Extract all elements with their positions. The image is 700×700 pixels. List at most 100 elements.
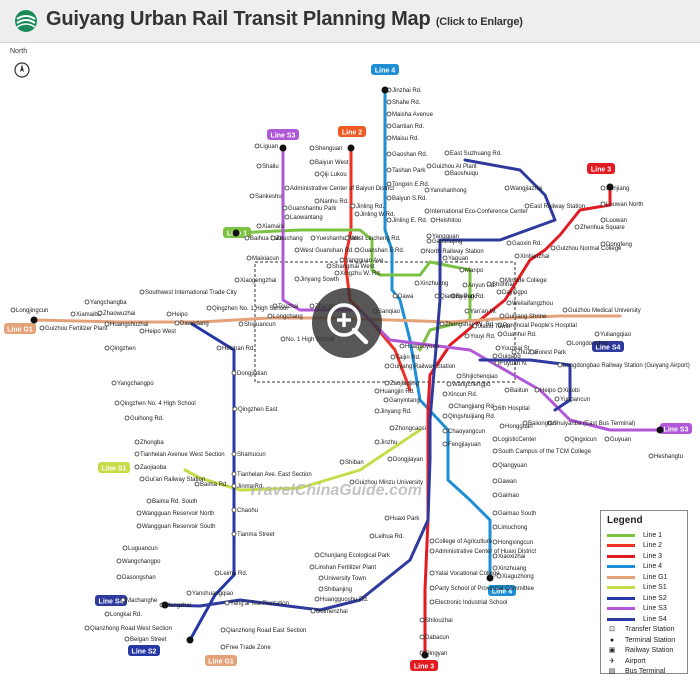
line-badge-line-g1[interactable]: Line G1	[4, 323, 36, 334]
station[interactable]: Shiguancun	[239, 322, 276, 328]
station[interactable]: Xintianzhai	[515, 254, 549, 260]
station[interactable]: Dongjiatian	[232, 371, 267, 377]
station[interactable]: Guizhou Medical University	[563, 308, 641, 314]
station[interactable]: Qingshuijiang Rd.	[443, 414, 496, 420]
station[interactable]: Shangmai West	[327, 264, 375, 270]
station[interactable]: Youyi Rd.	[465, 334, 496, 340]
station[interactable]: Baima Rd. South	[147, 499, 197, 505]
station[interactable]: East Suzhuang Rd.	[445, 151, 502, 157]
station[interactable]: Dawodang	[175, 321, 209, 327]
station[interactable]: Qianzhong Road East Section	[221, 628, 306, 634]
station[interactable]: Fuyuan N.	[495, 361, 528, 367]
station[interactable]: Gaoshan Rd.	[387, 152, 428, 158]
station[interactable]: Longjingcun	[11, 308, 48, 314]
station[interactable]: Jiaxiu Tower	[473, 324, 511, 330]
station[interactable]: Yangchangpo	[112, 381, 154, 387]
station[interactable]: Shiban	[340, 460, 364, 466]
station[interactable]: Qingxicun	[565, 437, 597, 443]
line-badge-line-2[interactable]: Line 2	[338, 126, 366, 137]
station[interactable]: North Railway Station	[421, 249, 484, 255]
station[interactable]: Dayingpo	[497, 290, 528, 296]
station[interactable]: 6th Hospital	[493, 406, 530, 412]
station[interactable]: Yanshanhong	[425, 188, 467, 194]
station[interactable]: Tianhelan Ave. East Section	[232, 472, 312, 478]
station[interactable]: Administrative Center of Baiyun District	[285, 186, 394, 192]
station[interactable]: Duimenzhai	[311, 609, 348, 615]
page-title[interactable]: Guiyang Urban Rail Transit Planning Map …	[46, 8, 523, 31]
station[interactable]: Chunjiang Ecological Park	[315, 553, 391, 559]
station[interactable]: Longchang	[268, 314, 303, 320]
station[interactable]: Heipo	[167, 312, 188, 318]
station[interactable]: Guiyang Shrine	[500, 314, 547, 320]
station[interactable]: Yan'an W.	[465, 309, 497, 315]
station[interactable]: Fengjiayuan	[443, 442, 481, 448]
station[interactable]: Wangjiazhai	[505, 186, 542, 192]
line-badge-line-s3[interactable]: Line S3	[660, 423, 692, 434]
station[interactable]: Xiamaiba	[71, 312, 102, 318]
station[interactable]: Wangchangpo	[117, 559, 161, 565]
station[interactable]: Maisu Rd.	[387, 136, 419, 142]
station[interactable]: Gaimao	[493, 493, 520, 499]
station[interactable]: Wangchengpo	[447, 382, 491, 388]
line-badge-line-s2[interactable]: Line S2	[128, 645, 160, 656]
station[interactable]: Jinyang Rd.	[375, 409, 412, 415]
station[interactable]: Limuchong	[493, 525, 527, 531]
station[interactable]: Tianma Street	[232, 532, 275, 538]
station[interactable]: Weilaifangzhou	[507, 301, 553, 307]
station[interactable]: Zhuchang	[271, 236, 303, 242]
station[interactable]: Qianzhong Road West Section	[85, 626, 172, 632]
station[interactable]: Dongjiayan	[388, 457, 423, 463]
station[interactable]: Heshangtu	[649, 454, 683, 460]
station[interactable]: Huaguoyuan	[400, 344, 439, 350]
station[interactable]: Shahe Rd.	[387, 100, 421, 106]
line-badge-line-3[interactable]: Line 3	[410, 660, 438, 671]
station[interactable]: Luguancun	[123, 546, 158, 552]
station[interactable]: Xingzhu W. Rd.	[335, 271, 382, 277]
station[interactable]: Guihong Rd.	[125, 416, 164, 422]
station[interactable]: Qianling Park	[435, 294, 477, 300]
station[interactable]: Dawan	[493, 479, 517, 485]
station[interactable]: Zhaowuzhai	[98, 311, 135, 317]
station[interactable]: Xinzhuang	[415, 281, 448, 287]
station[interactable]: Shaliu	[257, 164, 279, 170]
station[interactable]: Jinyang Sowth	[295, 277, 339, 283]
line-badge-line-s1[interactable]: Line S1	[98, 462, 130, 473]
station[interactable]: Beigan Street	[125, 637, 167, 643]
station[interactable]: Electronic Industrial School	[430, 600, 507, 606]
station[interactable]: Shibanjing	[319, 587, 352, 593]
station[interactable]: Baiiongtan	[523, 421, 556, 427]
station[interactable]: Baima Rd.	[195, 482, 228, 488]
station[interactable]: Hongxingcun	[493, 540, 533, 546]
station[interactable]: Machanghe	[121, 598, 158, 604]
station[interactable]: Xiaobi	[558, 388, 580, 394]
station[interactable]: Leihua Rd.	[370, 534, 404, 540]
station[interactable]: Yang'ai Tea Plantation	[225, 601, 289, 607]
station[interactable]: Maisha Avenue	[387, 112, 434, 118]
station[interactable]: Gaoxin Rd.	[507, 241, 542, 247]
station[interactable]: Qiji Lukou	[315, 172, 347, 178]
station[interactable]: Shijichenqiao	[457, 374, 498, 380]
station[interactable]: University Town	[319, 576, 366, 582]
station[interactable]: Luowan	[601, 218, 627, 224]
station[interactable]: Party School of Provincial Committee	[430, 586, 535, 592]
station[interactable]: Xiaoxizhai	[493, 554, 525, 560]
station[interactable]: Shenguan	[310, 146, 342, 152]
station[interactable]: Jinzhu	[375, 440, 397, 446]
line-badge-line-3[interactable]: Line 3	[587, 163, 615, 174]
station[interactable]: Zhongba	[135, 440, 164, 446]
station[interactable]: Liguan	[255, 144, 278, 150]
station[interactable]: Heishan Rd.	[217, 346, 255, 352]
station[interactable]: Huangshuzhai	[105, 322, 148, 328]
line-badge-line-4[interactable]: Line 4	[371, 64, 399, 75]
station[interactable]: Baoshuiqu	[445, 171, 478, 177]
station[interactable]: Jinling E. Rd.	[387, 218, 428, 224]
station[interactable]: Southwest International Trade City	[140, 290, 237, 296]
station[interactable]: Yuliangqiao	[595, 332, 632, 338]
station[interactable]: Zhenhua Square	[575, 225, 625, 231]
station[interactable]: Gaimao South	[493, 511, 536, 517]
station[interactable]: Xiaogengzhai	[235, 278, 276, 284]
station[interactable]: Shamucun	[232, 452, 266, 458]
station[interactable]: Dawa	[393, 294, 414, 300]
station[interactable]: Gantian Rd.	[387, 124, 424, 130]
station[interactable]: Tianhelan Avenue West Section	[135, 452, 225, 458]
